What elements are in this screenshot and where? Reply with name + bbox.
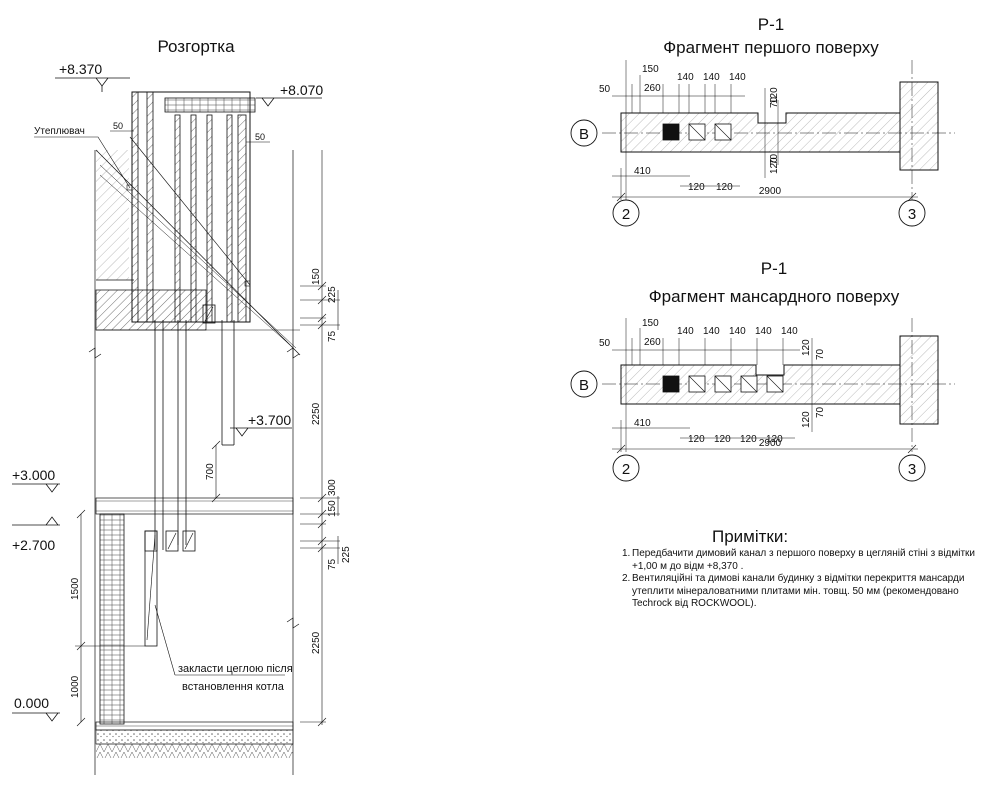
plan1-dim-120a: 120 [769, 87, 780, 104]
level-2700: +2.700 [12, 537, 55, 553]
note-number: 1. [622, 548, 631, 559]
section-dim-chain-left [75, 509, 145, 727]
plan2-dim-120a: 120 [801, 339, 812, 356]
section-drawing [88, 91, 301, 775]
plan2-dim-140a: 140 [677, 326, 694, 337]
plan2-dim-70b: 70 [815, 406, 826, 418]
insulation-leader-2 [129, 136, 251, 286]
plan1-dim-150: 150 [642, 64, 659, 75]
dim-right-150a: 150 [311, 268, 322, 285]
note-text: Вентиляційні та димові канали будинку з … [632, 573, 965, 609]
plan1-axis-2: 2 [622, 206, 630, 223]
level-0000: 0.000 [14, 695, 49, 711]
plan2-dim-50: 50 [599, 338, 611, 349]
insulation-leader [34, 136, 131, 189]
section-dim-top-left: 50 [113, 121, 123, 131]
dim-right-75a: 75 [327, 330, 338, 342]
plan2-dim-120f: 120 [766, 434, 783, 445]
plan2-dim-140b: 140 [703, 326, 720, 337]
level-8070: +8.070 [280, 82, 323, 98]
insulation-label: Утеплювач [34, 126, 85, 137]
section-dim-chain-right [211, 150, 340, 727]
dim-right-150b: 150 [327, 500, 338, 517]
level-3000: +3.000 [12, 467, 55, 483]
note-text: Передбачити димовий канал з першого пове… [632, 548, 976, 572]
plan2-dim-2900: 2900 [759, 438, 782, 449]
level-3700: +3.700 [248, 412, 291, 428]
plan1-dim-50: 50 [599, 84, 611, 95]
dim-right-75b: 75 [327, 558, 338, 570]
note-number: 2. [622, 573, 631, 584]
plan2-dim-260: 260 [644, 337, 661, 348]
plan1-dim-140b: 140 [703, 72, 720, 83]
plan1-dim-70b: 70 [769, 153, 780, 165]
callout-line-1: закласти цеглою після [178, 663, 293, 675]
plan2-dim-120d: 120 [714, 434, 731, 445]
plan1-axis-b: В [579, 126, 589, 143]
plan2-dim-120e: 120 [740, 434, 757, 445]
section-level-marks [12, 77, 322, 722]
plan1-axis-3: 3 [908, 206, 916, 223]
note-item: 2. Вентиляційні та димові канали будинку… [622, 573, 992, 611]
plan2-dim-140c: 140 [729, 326, 746, 337]
insulation-leader-mark [126, 184, 133, 191]
plan2-code: Р-1 [761, 259, 787, 278]
plan2-dim-410: 410 [634, 418, 651, 429]
plan2-dim-150: 150 [642, 318, 659, 329]
notes-title: Примітки: [712, 527, 789, 546]
plan2-dim-70a: 70 [815, 348, 826, 360]
plan1-dim-120b: 120 [769, 157, 780, 174]
plan1-title: Фрагмент першого поверху [663, 38, 879, 57]
dim-right-300: 300 [327, 479, 338, 496]
plan1-dim-2900: 2900 [759, 186, 782, 197]
plan2-dim-140d: 140 [755, 326, 772, 337]
dim-left-1500: 1500 [70, 577, 81, 600]
dim-right-2250a: 2250 [311, 402, 322, 425]
dim-700: 700 [205, 463, 216, 480]
section-title: Розгортка [157, 37, 235, 56]
dim-right-225a: 225 [327, 286, 338, 303]
plan2-title: Фрагмент мансардного поверху [649, 287, 900, 306]
plan1-dim-70a: 70 [769, 96, 780, 108]
callout-leader [154, 604, 176, 676]
level-8370: +8.370 [59, 61, 102, 77]
plan2-dims: 150 50 260 140 140 140 140 140 120 70 12… [579, 318, 916, 478]
plan2-axis-2: 2 [622, 461, 630, 478]
plan2-dim-120b: 120 [801, 411, 812, 428]
plan2-drawing [570, 318, 955, 482]
plan1-drawing [570, 60, 955, 227]
dim-right-2250b: 2250 [311, 631, 322, 654]
callout-line-2: встановлення котла [182, 681, 285, 693]
notes-list: 1. Передбачити димовий канал з першого п… [622, 548, 992, 611]
plan1-dim-140c: 140 [729, 72, 746, 83]
plan1-code: Р-1 [758, 15, 784, 34]
dim-left-1000: 1000 [70, 675, 81, 698]
note-item: 1. Передбачити димовий канал з першого п… [622, 548, 992, 573]
plan2-axis-3: 3 [908, 461, 916, 478]
plan1-dim-120c: 120 [688, 182, 705, 193]
plan1-dim-260: 260 [644, 83, 661, 94]
insulation-leader-mark-2 [244, 280, 251, 287]
plan1-dims: 150 50 260 140 140 140 120 70 120 70 410… [579, 64, 916, 223]
plan1-dim-140a: 140 [677, 72, 694, 83]
plan2-axis-b: В [579, 377, 589, 394]
plan2-dim-120c: 120 [688, 434, 705, 445]
dim-right-225b: 225 [341, 546, 352, 563]
section-dim-top-right: 50 [255, 132, 265, 142]
plan1-dim-410: 410 [634, 166, 651, 177]
plan1-dim-120d: 120 [716, 182, 733, 193]
plan2-dim-140e: 140 [781, 326, 798, 337]
